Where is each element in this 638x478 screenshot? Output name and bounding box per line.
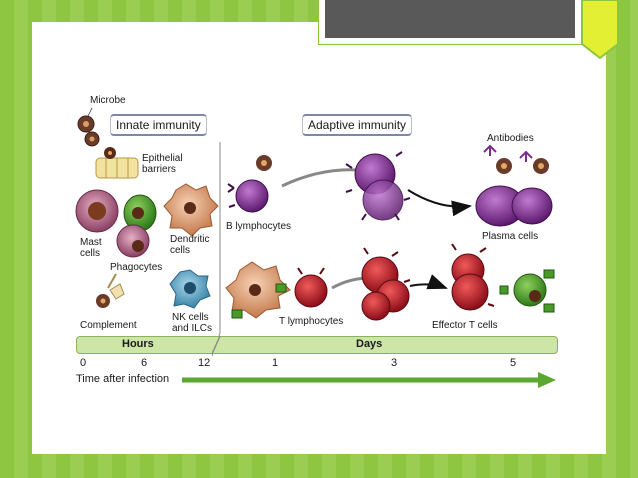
label-dendritic-1: Dendritic (170, 234, 210, 245)
dendritic-cell-icon (163, 183, 219, 237)
time-after-infection-label: Time after infection (76, 373, 170, 385)
label-epithelial-2: barriers (142, 164, 176, 175)
activated-b-cell-icon (345, 151, 411, 221)
nk-cell-icon (169, 269, 211, 309)
timeline-bar (76, 336, 558, 354)
label-phagocytes: Phagocytes (110, 262, 163, 273)
tick-0: 0 (80, 357, 87, 369)
tick-12: 12 (198, 357, 211, 369)
adaptive-immunity-header: Adaptive immunity (302, 114, 413, 136)
title-bar (318, 0, 582, 45)
epithelial-barrier-icon (95, 147, 139, 179)
plasma-cell-icon (475, 185, 553, 227)
title-bar-fill (325, 0, 575, 38)
label-complement: Complement (80, 320, 137, 331)
tick-6: 6 (141, 357, 148, 369)
antibody-icons (483, 144, 549, 174)
label-antibodies: Antibodies (487, 133, 534, 144)
pentagon-marker (581, 0, 619, 60)
microbe-icon (77, 115, 100, 147)
label-nk-1: NK cells (172, 312, 209, 323)
label-dendritic-2: cells (170, 245, 191, 256)
antigen-presenting-cell-icon (225, 261, 291, 319)
effector-t-cell-icon (451, 243, 495, 311)
timeline-hours-label: Hours (122, 338, 154, 350)
innate-immunity-header: Innate immunity (110, 114, 207, 136)
tick-1: 1 (272, 357, 279, 369)
t-lymphocyte-icon (294, 267, 328, 308)
mast-cell-icon (75, 189, 119, 233)
label-plasma-cells: Plasma cells (482, 231, 539, 242)
tick-5: 5 (510, 357, 517, 369)
label-t-lymphocytes: T lymphocytes (279, 316, 344, 327)
label-epithelial-1: Epithelial (142, 153, 183, 164)
label-nk-2: and ILCs (172, 323, 213, 334)
b-lymphocyte-icon (227, 155, 272, 213)
time-arrow-head (538, 372, 556, 388)
label-mast-1: Mast (80, 237, 102, 248)
label-effector-t-cells: Effector T cells (432, 320, 498, 331)
phagocyte-icon (116, 194, 157, 258)
label-b-lymphocytes: B lymphocytes (226, 221, 292, 232)
timeline-days-label: Days (356, 338, 383, 350)
label-microbe: Microbe (90, 95, 126, 106)
macrophage-target-icon (499, 269, 555, 313)
label-mast-2: cells (80, 248, 101, 259)
tick-3: 3 (391, 357, 398, 369)
complement-icon (96, 273, 125, 308)
activated-t-cell-icon (361, 247, 411, 321)
